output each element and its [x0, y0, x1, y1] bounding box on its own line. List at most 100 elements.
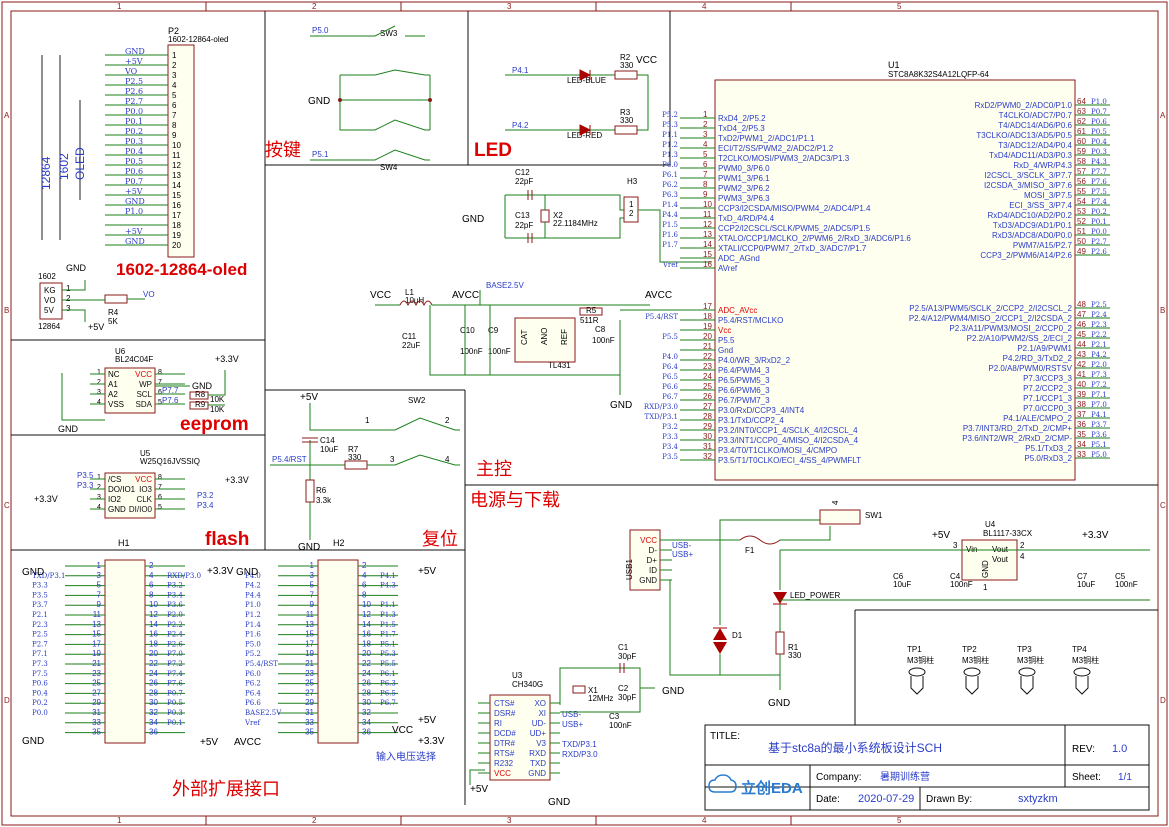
frame-col-label: 5: [897, 2, 902, 11]
mcu-pin-net: P2.2: [1091, 331, 1107, 339]
mcu-pin-net: P0.7: [1091, 108, 1107, 116]
mcu-pin-net: P6.0: [662, 161, 678, 169]
mcu-pin-number: 31: [703, 442, 712, 451]
crystal-gnd: GND: [462, 214, 484, 225]
u3-left-pin: DTR#: [494, 739, 515, 748]
rev-label: REV:: [1072, 744, 1095, 755]
h2-pin-number: 17: [305, 639, 314, 648]
c5-ref: C5: [1115, 572, 1126, 581]
h1-pin-number: 23: [92, 669, 101, 678]
oled-header-p2: P2 1602-12864-oled 1GND2+5V3VO4P2.55P2.6…: [39, 26, 229, 258]
frame-row-label: C: [4, 501, 10, 510]
mcu-pin-name: T2CLKO/MOSI/PWM3_2/ADC3/P1.3: [718, 154, 850, 163]
section-title-button: 按键: [265, 140, 301, 160]
mcu-pin-net: P7.0: [1091, 401, 1107, 409]
company-label: Company:: [816, 772, 862, 783]
frame-row-label: D: [1160, 696, 1166, 705]
mcu-pin-name: P4.2/RD_3/TxD2_2: [1003, 354, 1073, 363]
oled-value: 1602-12864-oled: [168, 35, 229, 44]
oled-pin-net: +5V: [125, 227, 143, 236]
mcu-pin-name: RxD_4/WR/P4.3: [1013, 161, 1072, 170]
c7-value: 10uF: [1077, 580, 1095, 589]
led-red-label: LED-RED: [567, 131, 602, 140]
u6-r8: R8: [195, 390, 206, 399]
u5-right-pin-number: 5: [158, 504, 162, 511]
h1-pin-net: P0.5: [167, 699, 183, 707]
mcu-pin-name: I2CSCL_3/SCLK_3/P7.7: [984, 171, 1072, 180]
mcu-pin-name: P7.1/CCP1_3: [1023, 394, 1072, 403]
u5-left-pin-number: 4: [97, 504, 101, 511]
h2-gnd: GND: [236, 567, 258, 578]
h2-pin-number: 25: [305, 679, 314, 688]
u5-right-pin-number: 8: [158, 474, 162, 481]
u5-right-pin-name: IO3: [139, 485, 152, 494]
sw2-ref: SW2: [408, 396, 426, 405]
u6-right-pin-name: VCC: [135, 370, 152, 379]
h1-pin-net: P7.1: [32, 650, 48, 658]
section-titles: 按键 LED 复位 主控 电源与下载 外部扩展接口 1602-12864-ole…: [116, 140, 560, 799]
c6-value: 10uF: [893, 580, 911, 589]
company-value: 暑期训练营: [880, 770, 930, 783]
mcu-pin-name: P2.2/A10/PWM2/SS_2/ECI_2: [967, 334, 1073, 343]
h3-pin2: 2: [629, 209, 634, 218]
u6-left-pin-name: NC: [108, 370, 120, 379]
sw3-ref: SW3: [380, 29, 398, 38]
c9-value: 100nF: [488, 347, 511, 356]
h1-pin-net: P7.0: [167, 650, 183, 658]
mcu-pin-name: P3.7/INT3/RD_2/TxD_2/CMP+: [963, 424, 1072, 433]
led-blue-label: LED-BLUE: [567, 76, 606, 85]
mcu-pin-net: P2.1: [1091, 341, 1107, 349]
sw2-pwr: +5V: [300, 392, 318, 403]
mcu-pin-number: 57: [1077, 167, 1086, 176]
oled-pin-number: 14: [172, 181, 181, 190]
h2-pin-number: 21: [305, 659, 314, 668]
mcu-pin-number: 21: [703, 342, 712, 351]
u4-gnd: GND: [981, 560, 990, 578]
mcu-pin-number: 4: [703, 140, 708, 149]
mcu-pin-name: P3.1/TxD/CCP2_4: [718, 416, 784, 425]
date-label: Date:: [816, 794, 840, 805]
u3-gnd: GND: [548, 797, 570, 808]
mcu-pin-name: P6.7/PWM7_3: [718, 396, 770, 405]
mcu-pin-name: P3.6/INT2/WR_2/RxD_2/CMP-: [962, 434, 1072, 443]
u3-net-tx: TXD/P3.1: [562, 740, 597, 749]
mcu-pin-name: PWM0_3/P6.0: [718, 164, 770, 173]
mcu-pin-net: P6.3: [662, 191, 678, 199]
h1-pin-net: P0.2: [32, 699, 48, 707]
mcu-pin-name: P2.0/A8/PWM0/RSTSV: [988, 364, 1072, 373]
test-point-value: M3铜柱: [962, 655, 989, 665]
base-net: BASE2.5V: [486, 281, 524, 290]
mcu-pin-net: P1.6: [662, 231, 678, 239]
sw2-r6: R6: [316, 486, 327, 495]
rev-value: 1.0: [1112, 743, 1127, 755]
h2-pin-net: P6.6: [245, 699, 261, 707]
h2-pin-number: 34: [362, 718, 371, 727]
u5-left-pin-name: GND: [108, 505, 126, 514]
h1-pin-number: 29: [92, 698, 101, 707]
u6-gnd: GND: [58, 424, 79, 434]
mcu-ref: U1: [888, 60, 900, 70]
oled-pin-number: 12: [172, 161, 181, 170]
mcu-pin-net: P2.3: [1091, 321, 1107, 329]
mcu-pin-name: CCP3_2/PWM6/A14/P2.6: [980, 251, 1072, 260]
mcu-pin-net: P5.5: [662, 333, 678, 341]
mcu-pin-name: P2.5/A13/PWM5/SCLK_2/CCP2_2/I2CSCL_2: [909, 304, 1072, 313]
u5-left-pin-number: 3: [97, 494, 101, 501]
h2-pin-net: P4.1: [380, 572, 396, 580]
oled-pin-number: 1: [172, 51, 177, 60]
sw2-r7: R7: [348, 445, 359, 454]
l1-value: 10uH: [405, 296, 424, 305]
analog-avcc: AVCC: [452, 290, 479, 301]
oled-pin-net: P0.0: [125, 107, 143, 116]
mcu-pin-net: P0.0: [1091, 228, 1107, 236]
mcu-pin-net: P7.4: [1091, 198, 1107, 206]
mcu-pin-net: P3.2: [662, 423, 678, 431]
h1-pin-number: 14: [149, 620, 158, 629]
h2-pin-net: P1.5: [380, 621, 396, 629]
h1-pin-net: P3.4: [167, 591, 183, 599]
u6-right-pin-name: WP: [139, 380, 152, 389]
mcu-pin-net: P0.5: [1091, 128, 1107, 136]
h1-pin-number: 12: [149, 610, 158, 619]
